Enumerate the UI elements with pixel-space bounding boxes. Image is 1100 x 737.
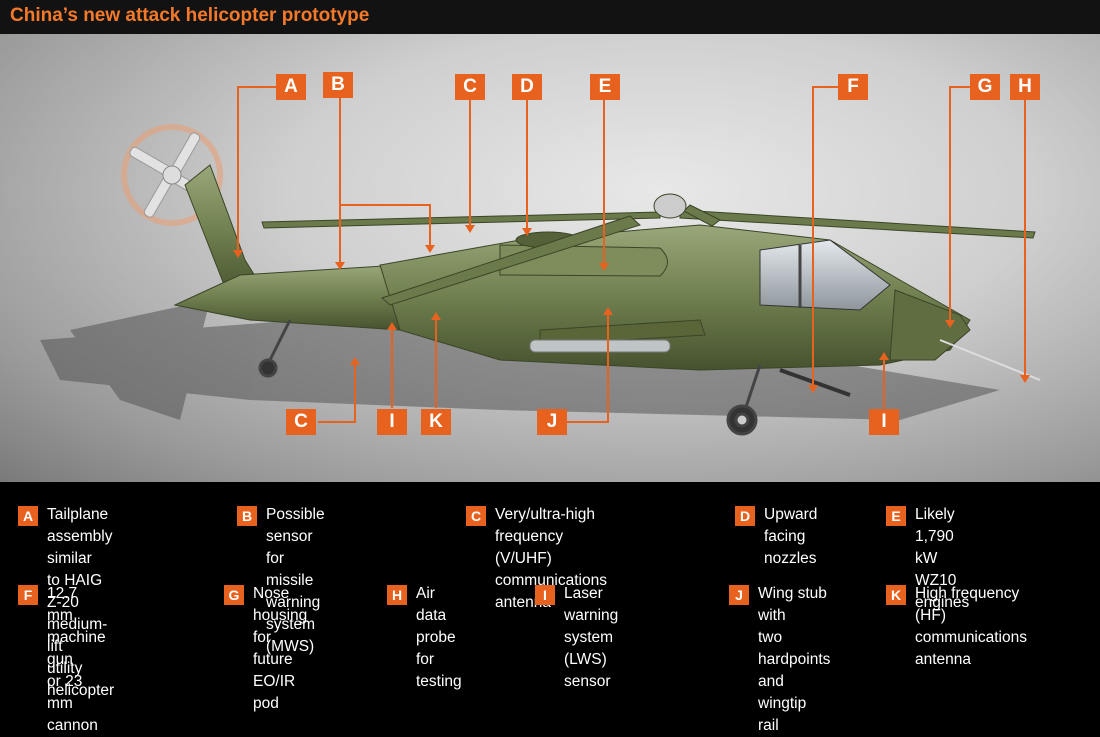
callout-e: E	[590, 74, 620, 100]
tail-rotor	[121, 124, 223, 226]
gun	[779, 368, 851, 397]
page-title: China’s new attack helicopter prototype	[10, 5, 370, 26]
canopy	[759, 239, 891, 311]
callout-c-top: C	[455, 74, 485, 100]
callout-c-bottom: C	[286, 409, 316, 435]
callout-j: J	[537, 409, 567, 435]
callout-k: K	[421, 409, 451, 435]
callout-h: H	[1010, 74, 1040, 100]
callout-d: D	[512, 74, 542, 100]
leader-lines	[237, 86, 1026, 423]
callout-a: A	[276, 74, 306, 100]
main-rotor	[261, 193, 1036, 306]
fuselage	[379, 224, 971, 371]
callout-g: G	[970, 74, 1000, 100]
ground-shadow	[40, 300, 1000, 420]
callout-i-left: I	[377, 409, 407, 435]
diagram-panel: A B C D E F G H C I K J I	[0, 34, 1100, 482]
helicopter-illustration	[40, 86, 1041, 436]
weapon-pod	[529, 339, 671, 353]
title-bar: China’s new attack helicopter prototype	[0, 0, 1100, 34]
callout-b: B	[323, 72, 353, 98]
callout-i-right: I	[869, 409, 899, 435]
landing-gear	[258, 319, 762, 436]
callout-f: F	[838, 74, 868, 100]
legend: A Tailplane assembly similar to HAIG Z-2…	[0, 482, 1100, 734]
